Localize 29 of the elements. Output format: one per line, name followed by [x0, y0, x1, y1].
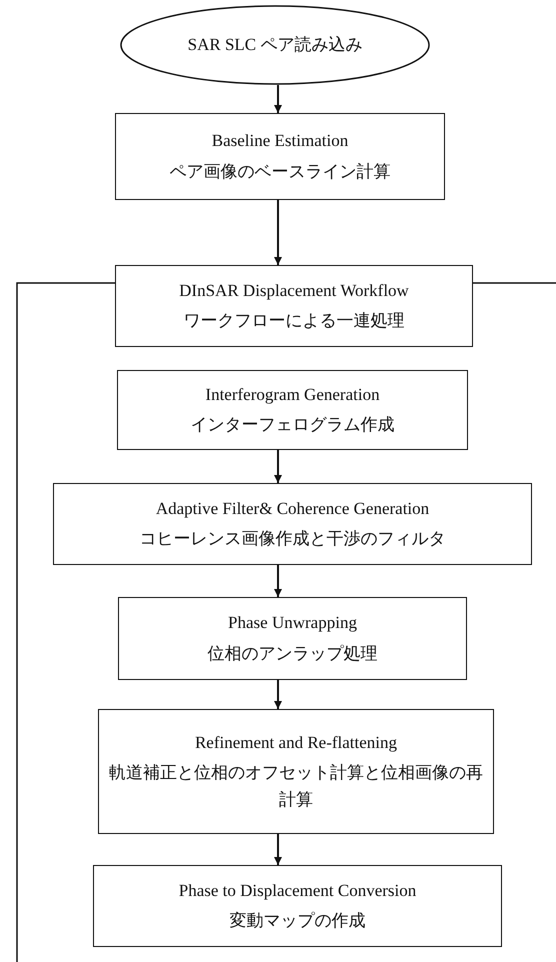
arrow — [274, 834, 282, 865]
box-text: 軌道補正と位相のオフセット計算と位相画像の再計算 — [108, 762, 484, 811]
arrow — [274, 450, 282, 483]
box-text: DInSAR Displacement Workflow — [179, 280, 409, 302]
arrow — [274, 680, 282, 709]
box-text: ワークフローによる一連処理 — [184, 310, 404, 332]
box-text: 位相のアンラップ処理 — [208, 642, 378, 664]
process-box — [115, 265, 473, 347]
process-box — [93, 865, 502, 947]
box-text: Refinement and Re-flattening — [194, 732, 398, 754]
process-box — [98, 709, 494, 834]
box-text: インターフェログラム作成 — [190, 414, 394, 436]
box-text: Phase Unwrapping — [228, 612, 357, 634]
process-box — [118, 597, 467, 680]
box-text: Interferogram Generation — [205, 384, 380, 406]
arrow — [274, 565, 282, 597]
box-text: Phase to Displacement Conversion — [178, 880, 416, 902]
box-text: ペア画像のベースライン計算 — [170, 160, 390, 182]
start-label: SAR SLC ペア読み込み — [188, 34, 362, 56]
process-box — [115, 113, 445, 200]
box-text: Baseline Estimation — [212, 130, 348, 152]
arrow — [274, 200, 282, 265]
box-text: コヒーレンス画像作成と干渉のフィルタ — [140, 528, 446, 550]
box-text: 変動マップの作成 — [230, 910, 366, 932]
process-box — [53, 483, 532, 565]
start-ellipse — [120, 5, 430, 85]
process-box — [117, 370, 468, 450]
box-text: Adaptive Filter& Coherence Generation — [156, 498, 430, 520]
arrow — [274, 85, 282, 113]
